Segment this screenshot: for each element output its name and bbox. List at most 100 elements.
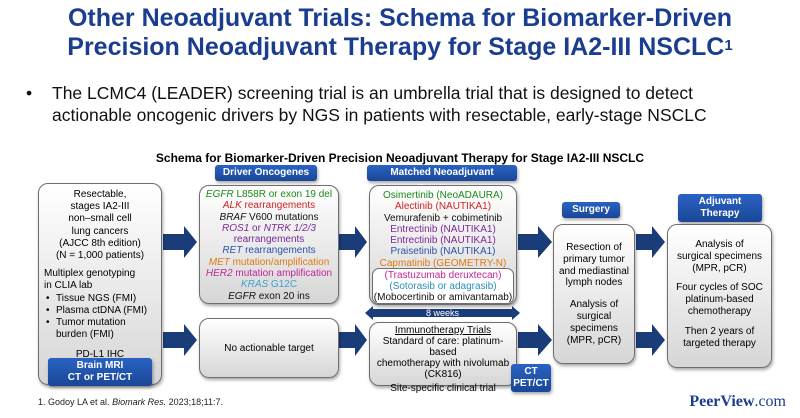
- eligibility-line: (N = 1,000 patients): [55, 250, 145, 262]
- bullet-text: The LCMC4 (LEADER) screening trial is an…: [52, 83, 707, 125]
- weeks-label: 8 weeks: [425, 308, 460, 318]
- adjuvant-tab: Adjuvant Therapy: [678, 194, 762, 222]
- ct-petct-tab: CT PET/CT: [511, 364, 551, 392]
- adjuvant-box: Analysis of surgical specimens (MPR, pCR…: [667, 224, 772, 368]
- immuno-site: Site-specific clinical trial: [390, 383, 496, 394]
- slide-title: Other Neoadjuvant Trials: Schema for Bio…: [0, 4, 800, 62]
- screening-box: Resectable, stages IA2-III non–small cel…: [38, 183, 162, 385]
- adjuvant-line: surgical specimens: [676, 250, 763, 262]
- list-item: Plasma ctDNA (FMI): [44, 305, 156, 317]
- mri-line: Brain MRI: [76, 360, 124, 371]
- arrow-screening-to-drivers: [163, 226, 197, 258]
- bullet-dot: •: [26, 83, 33, 103]
- surgery-line: and mediastinal: [558, 265, 630, 277]
- arrow-screening-to-no-target: [163, 324, 197, 356]
- adjuvant-tab-line: Adjuvant: [698, 196, 742, 207]
- surgery-line: Analysis of: [569, 299, 619, 311]
- footnote-prefix: 1. Godoy LA et al.: [38, 397, 113, 407]
- driver-oncogene-item: ALK rearrangements: [222, 200, 316, 212]
- treatment-extra-list: (Trastuzumab deruxtecan)(Sotorasib or ad…: [373, 270, 513, 303]
- treatment-extra-item: (Trastuzumab deruxtecan): [384, 270, 502, 281]
- arrow-group: [163, 226, 665, 356]
- adjuvant-tab-line: Therapy: [700, 208, 740, 219]
- treatment-extra-item: (Sotorasib or adagrasib): [389, 281, 497, 292]
- footnote-journal: Biomark Res.: [112, 397, 167, 407]
- ct-line: CT: [524, 366, 538, 377]
- driver-oncogenes-tab: Driver Oncogenes: [215, 165, 317, 181]
- multiplex-line: in CLIA lab: [44, 280, 93, 292]
- driver-oncogene-item: KRAS G12C: [240, 279, 298, 291]
- schema-title: Schema for Biomarker-Driven Precision Ne…: [155, 151, 645, 165]
- title-line-1: Other Neoadjuvant Trials: Schema for Bio…: [67, 4, 733, 32]
- multiplex-line: Multiplex genotyping: [44, 268, 136, 280]
- driver-oncogene-item: EGFR L858R or exon 19 del: [205, 189, 333, 200]
- eligibility-line: Resectable,: [73, 189, 127, 200]
- immunotherapy-box: Immunotherapy Trials Standard of care: p…: [369, 322, 517, 394]
- footnote: 1. Godoy LA et al. Biomark Res. 2023;18;…: [38, 397, 223, 407]
- logo-peer: PeerView: [689, 393, 755, 410]
- driver-oncogene-item: ROS1 or NTRK 1/2/3: [222, 222, 316, 234]
- driver-oncogene-item: BRAF V600 mutations: [219, 211, 319, 223]
- surgery-line: Resection of: [566, 242, 622, 253]
- adjuvant-line: chemotherapy: [687, 305, 752, 317]
- treatment-item: Capmatinib (GEOMETRY-N): [379, 257, 507, 269]
- eligibility-line: lung cancers: [71, 225, 129, 237]
- surgery-line: specimens: [570, 322, 618, 334]
- treatment-item: Vemurafenib + cobimetinib: [383, 212, 503, 224]
- eligibility-line: non–small cell: [68, 213, 132, 225]
- surgery-box: Resection of primary tumor and mediastin…: [553, 224, 635, 364]
- adjuvant-line: Analysis of: [695, 239, 744, 250]
- surgery-line: surgical: [576, 310, 612, 322]
- title-superscript: 1: [724, 37, 733, 54]
- adjuvant-line: platinum-based: [685, 294, 754, 306]
- bullet-text-block: • The LCMC4 (LEADER) screening trial is …: [26, 82, 772, 126]
- arrow-treatment-to-surgery: [518, 226, 552, 258]
- immuno-title: Immunotherapy Trials: [394, 325, 492, 336]
- adjuvant-line: Then 2 years of: [684, 325, 755, 337]
- treatment-item: Entrectinib (NAUTIKA1): [390, 223, 496, 235]
- eligibility-line: (AJCC 8th edition): [59, 237, 141, 249]
- adjuvant-line: targeted therapy: [683, 337, 756, 349]
- adjuvant-line: Four cycles of SOC: [676, 282, 763, 294]
- genotyping-list: Tissue NGS (FMI) Plasma ctDNA (FMI) Tumo…: [44, 293, 156, 342]
- eligibility-text: Resectable, stages IA2-III non–small cel…: [44, 189, 156, 262]
- surgery-tab: Surgery: [562, 202, 620, 218]
- list-item: Tumor mutation burden (FMI): [44, 317, 156, 341]
- arrow-immuno-to-surgery: [518, 324, 552, 356]
- arrow-no-target-to-immuno: [339, 324, 367, 356]
- treatment-item: Osimertinib (NeoADAURA): [382, 190, 504, 201]
- matched-treatment-tab: Matched Neoadjuvant Treatment: [367, 165, 517, 194]
- immuno-line: Standard of care: platinum-based: [382, 336, 504, 358]
- no-target-label: No actionable target: [224, 343, 314, 354]
- treatment-item: Entrectinib (NAUTIKA1): [390, 235, 496, 247]
- peerview-logo: PeerView.com: [689, 393, 786, 411]
- list-item: Tissue NGS (FMI): [44, 293, 156, 305]
- treatment-item: Alectinib (NAUTIKA1): [394, 201, 492, 213]
- immuno-line: chemotherapy with nivolumab: [376, 358, 510, 369]
- driver-oncogene-item: RET rearrangements: [222, 245, 316, 257]
- arrow-drivers-to-treatment: [339, 226, 367, 258]
- footnote-suffix: 2023;18;11:7.: [166, 397, 223, 407]
- driver-oncogene-item: rearrangements: [233, 234, 305, 246]
- treatment-extra-box: (Trastuzumab deruxtecan)(Sotorasib or ad…: [372, 268, 514, 304]
- brain-mri-tab: Brain MRI CT or PET/CT: [48, 358, 152, 386]
- driver-oncogene-item: EGFR exon 20 ins: [228, 290, 310, 302]
- arrow-surgery-to-adjuvant-top: [636, 226, 665, 258]
- ct-line: PET/CT: [513, 378, 549, 389]
- surgery-line: (MPR, pCR): [566, 334, 622, 346]
- treatment-list: Osimertinib (NeoADAURA)Alectinib (NAUTIK…: [370, 190, 516, 269]
- title-line-2: Precision Neoadjuvant Therapy for Stage …: [0, 33, 800, 62]
- weeks-arrow: [365, 306, 520, 320]
- driver-oncogene-item: HER2 mutation amplification: [205, 268, 333, 280]
- logo-suffix: .com: [754, 393, 786, 410]
- arrow-surgery-to-adjuvant-bottom: [636, 324, 665, 356]
- surgery-line: lymph nodes: [565, 277, 623, 289]
- immuno-line: (CK816): [424, 369, 462, 380]
- title-line-2-text: Precision Neoadjuvant Therapy for Stage …: [67, 33, 725, 61]
- mri-line: CT or PET/CT: [67, 372, 133, 383]
- multiplex-label: Multiplex genotyping in CLIA lab: [44, 268, 156, 292]
- surgery-line: primary tumor: [563, 253, 625, 265]
